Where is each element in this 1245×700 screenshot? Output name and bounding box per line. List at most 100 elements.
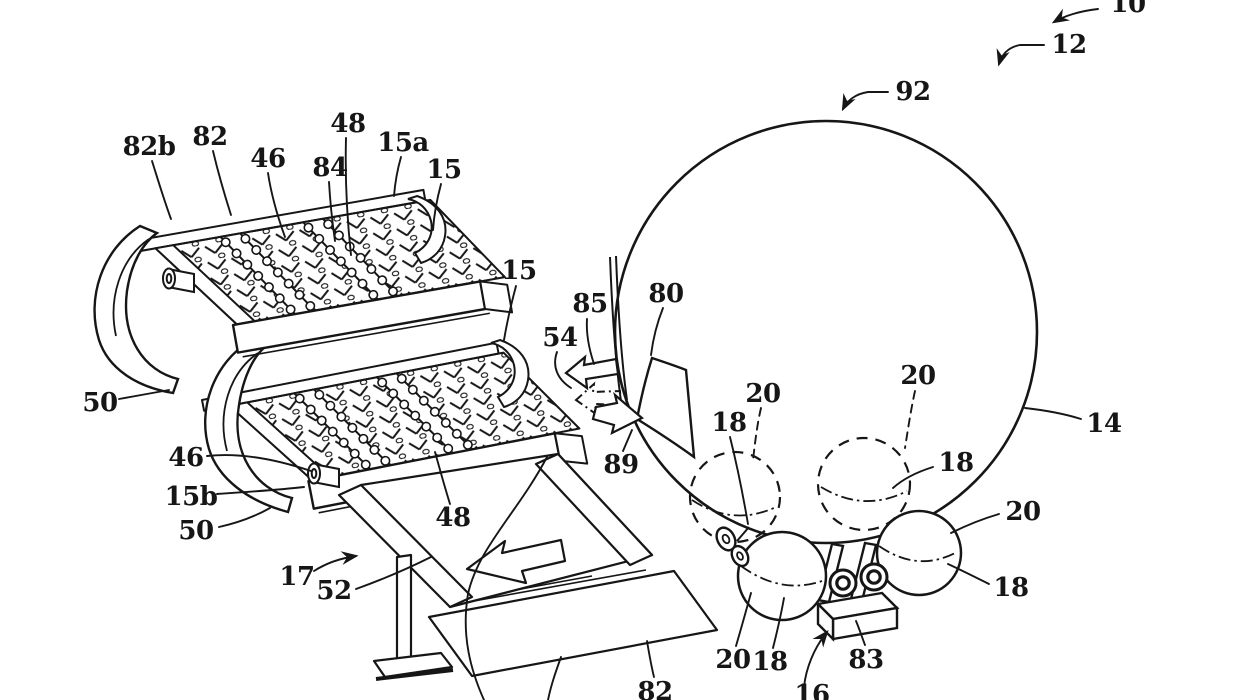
ref-label-20-c: 20 bbox=[1005, 497, 1041, 527]
ref-label-20-d: 20 bbox=[715, 645, 751, 675]
ref-label-18-a: 18 bbox=[711, 408, 747, 438]
end-flap-upper bbox=[407, 194, 447, 265]
leader-85 bbox=[585, 318, 595, 365]
leader-15b bbox=[216, 486, 305, 495]
leader-52 bbox=[355, 556, 432, 590]
leader-48-top bbox=[344, 137, 352, 256]
ref-label-20-a: 20 bbox=[745, 379, 781, 409]
foot-baseline bbox=[375, 668, 454, 681]
equator-ball-left bbox=[740, 565, 823, 587]
ref-label-17: 17 bbox=[279, 562, 315, 592]
leader-84 bbox=[328, 181, 336, 242]
end-shield-upper-50 bbox=[93, 224, 180, 395]
hidden-roller-mid bbox=[816, 436, 912, 532]
ref-label-52: 52 bbox=[316, 576, 352, 606]
roller-rings bbox=[828, 562, 889, 598]
infeed-chute bbox=[609, 255, 628, 402]
leader-82-top bbox=[212, 150, 232, 216]
ref-label-54: 54 bbox=[542, 323, 578, 353]
ref-label-20-b: 20 bbox=[900, 361, 936, 391]
leader-15-right bbox=[503, 285, 517, 341]
ref-label-15-right: 15 bbox=[501, 256, 537, 286]
direction-arrow-85 bbox=[564, 354, 620, 391]
flow-arrow bbox=[465, 538, 567, 585]
leader-89 bbox=[622, 429, 633, 452]
ref-label-18-b: 18 bbox=[938, 448, 974, 478]
support-ball-left bbox=[736, 530, 828, 622]
ref-label-46-top: 46 bbox=[250, 144, 286, 174]
caster-wheels bbox=[715, 526, 750, 568]
mounting-block bbox=[815, 591, 900, 642]
ref-label-48-top: 48 bbox=[330, 109, 366, 139]
leader-18-c bbox=[947, 563, 990, 585]
conveyor-rail-right bbox=[534, 452, 654, 567]
end-flap-lower bbox=[490, 338, 530, 409]
leader-10 bbox=[1051, 8, 1099, 24]
axle-hub-upper bbox=[162, 267, 195, 294]
ref-label-84: 84 bbox=[312, 153, 348, 183]
ref-label-50-lower: 50 bbox=[178, 516, 214, 546]
direction-arrow-54 bbox=[574, 381, 623, 417]
ref-label-82-bottom: 82 bbox=[637, 677, 673, 700]
leader-stub-2 bbox=[547, 656, 562, 700]
ref-label-89: 89 bbox=[603, 450, 639, 480]
leader-14 bbox=[1024, 407, 1082, 420]
conveyor-rail-left bbox=[337, 483, 474, 609]
leader-17 bbox=[313, 551, 359, 572]
leader-80 bbox=[650, 307, 664, 356]
ref-label-50-upper: 50 bbox=[82, 388, 118, 418]
ref-label-15a: 15a bbox=[377, 128, 429, 158]
equator-ball-right bbox=[878, 545, 958, 563]
ref-label-15-top: 15 bbox=[426, 155, 462, 185]
direction-arrow-89 bbox=[591, 391, 644, 436]
deflector-shield-80 bbox=[635, 356, 696, 460]
leader-18-d bbox=[772, 597, 785, 649]
leader-83 bbox=[855, 620, 866, 646]
leader-15-top bbox=[432, 183, 442, 231]
ref-label-80: 80 bbox=[648, 279, 684, 309]
ref-label-85: 85 bbox=[572, 289, 608, 319]
end-shield-lower-50 bbox=[204, 339, 294, 514]
leader-15a bbox=[393, 156, 402, 197]
leader-18-a bbox=[729, 436, 749, 525]
ref-label-16: 16 bbox=[794, 680, 830, 700]
conveyor-group bbox=[337, 452, 719, 681]
ref-label-82-top: 82 bbox=[192, 122, 228, 152]
hidden-roller-left bbox=[688, 450, 782, 544]
leader-54 bbox=[554, 351, 572, 389]
ref-label-46-left: 46 bbox=[168, 443, 204, 473]
hidden-equator-left bbox=[691, 499, 777, 517]
support-foot bbox=[372, 651, 454, 679]
leader-20-a bbox=[752, 407, 762, 461]
leader-12 bbox=[996, 44, 1045, 67]
ref-label-48-bottom: 48 bbox=[435, 503, 471, 533]
outfeed-plate bbox=[427, 569, 719, 678]
leader-46-left bbox=[206, 454, 312, 472]
leader-20-c bbox=[950, 513, 1000, 534]
axle-hub-lower bbox=[307, 462, 340, 489]
leader-82b bbox=[151, 160, 172, 220]
ref-label-92: 92 bbox=[895, 77, 931, 107]
ref-label-82b: 82b bbox=[122, 132, 176, 162]
ref-label-83: 83 bbox=[848, 645, 884, 675]
bed-crease bbox=[473, 569, 647, 602]
ref-label-12: 12 bbox=[1051, 30, 1087, 60]
leader-20-b bbox=[904, 390, 916, 449]
leader-stub-1 bbox=[464, 456, 548, 700]
ref-label-18-d: 18 bbox=[752, 647, 788, 677]
ref-label-15b: 15b bbox=[164, 482, 218, 512]
ref-label-18-c: 18 bbox=[993, 573, 1029, 603]
leader-20-d bbox=[735, 592, 752, 647]
leader-50-upper bbox=[118, 389, 170, 400]
leader-92 bbox=[841, 91, 889, 112]
leader-48-bottom bbox=[434, 451, 451, 505]
ball-group bbox=[564, 119, 1039, 642]
leader-82-bottom bbox=[646, 640, 655, 678]
hidden-equator-mid bbox=[820, 486, 908, 502]
leader-18-b bbox=[892, 466, 934, 489]
ball-outline bbox=[613, 119, 1039, 545]
ref-label-14: 14 bbox=[1086, 409, 1122, 439]
leader-50-lower bbox=[218, 507, 271, 528]
